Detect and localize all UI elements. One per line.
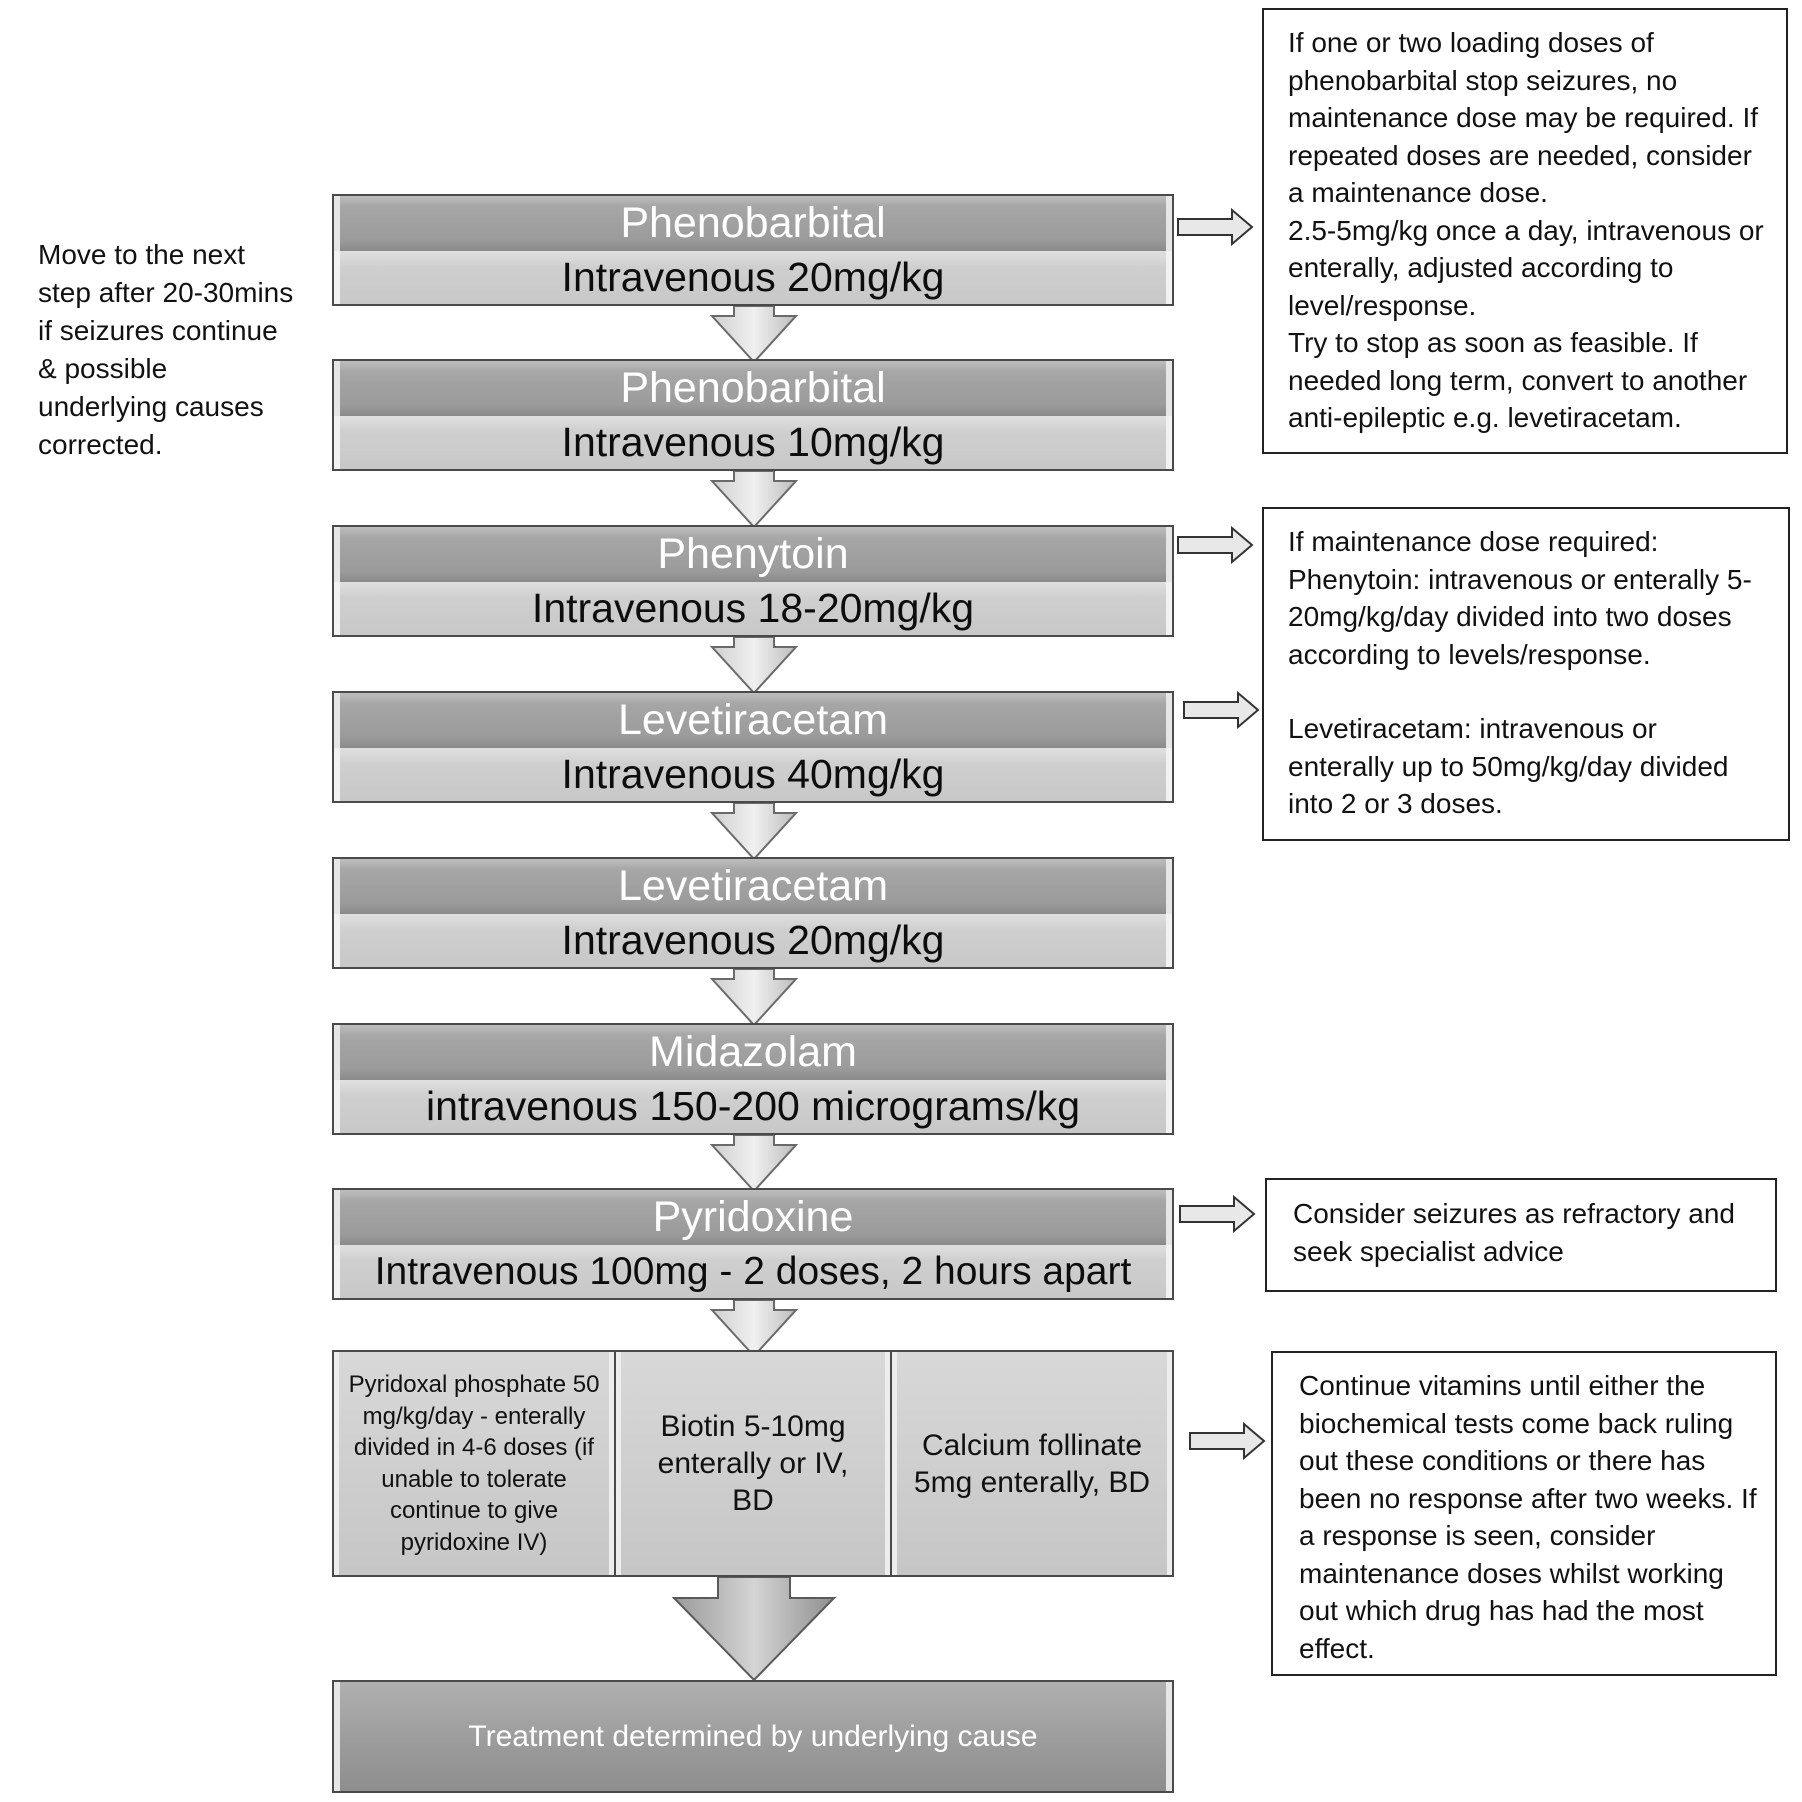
note-paragraph: Continue vitamins until either the bioch… [1299,1370,1757,1664]
final-step: Treatment determined by underlying cause [332,1680,1174,1793]
note-phenobarbital-maintenance: If one or two loading doses of phenobarb… [1262,8,1788,454]
step-dose: intravenous 150-200 micrograms/kg [334,1080,1172,1133]
vitamin-text: Calcium follinate 5mg enterally, BD [913,1428,1151,1499]
step-phenytoin: Phenytoin Intravenous 18-20mg/kg [332,525,1174,637]
note-refractory: Consider seizures as refractory and seek… [1265,1178,1777,1292]
right-arrow-refractory [1179,1194,1256,1234]
side-note: Move to the next step after 20-30mins if… [38,239,294,460]
step-drug: Phenobarbital [334,196,1172,253]
note-paragraph: 2.5-5mg/kg once a day, intravenous or en… [1288,214,1764,321]
step-dose: Intravenous 18-20mg/kg [334,582,1172,635]
step-drug: Phenobarbital [334,361,1172,418]
step-pyridoxine: Pyridoxine Intravenous 100mg - 2 doses, … [332,1188,1174,1300]
step-dose: Intravenous 100mg - 2 doses, 2 hours apa… [334,1245,1172,1298]
down-arrow-1 [709,305,799,364]
step-drug: Levetiracetam [334,693,1172,750]
step-dose: Intravenous 10mg/kg [334,416,1172,469]
note-paragraph: Try to stop as soon as feasible. If need… [1288,327,1748,433]
step-drug: Levetiracetam [334,859,1172,916]
vitamin-biotin: Biotin 5-10mg enterally or IV, BD [614,1350,892,1577]
step-phenobarbital-20: Phenobarbital Intravenous 20mg/kg [332,194,1174,306]
step-drug: Phenytoin [334,527,1172,584]
down-arrow-2 [709,470,799,529]
step-midazolam: Midazolam intravenous 150-200 micrograms… [332,1023,1174,1135]
step-drug: Pyridoxine [334,1190,1172,1247]
right-arrow-vitamins [1189,1421,1266,1461]
right-arrow-phenytoin [1177,525,1254,565]
step-dose: Intravenous 20mg/kg [334,251,1172,304]
down-arrow-final [671,1576,837,1682]
step-levetiracetam-40: Levetiracetam Intravenous 40mg/kg [332,691,1174,803]
right-arrow-levetiracetam [1183,690,1260,730]
note-paragraph: Consider seizures as refractory and seek… [1293,1198,1735,1267]
step-dose: Intravenous 40mg/kg [334,748,1172,801]
down-arrow-6 [709,1134,799,1193]
note-maintenance-doses: If maintenance dose required: Phenytoin:… [1262,507,1790,841]
note-paragraph: Levetiracetam: intravenous or enterally … [1288,713,1729,819]
step-phenobarbital-10: Phenobarbital Intravenous 10mg/kg [332,359,1174,471]
vitamin-text: Biotin 5-10mg enterally or IV, BD [657,1410,849,1517]
step-levetiracetam-20: Levetiracetam Intravenous 20mg/kg [332,857,1174,969]
vitamin-pyridoxal-phosphate: Pyridoxal phosphate 50 mg/kg/day - enter… [332,1350,616,1577]
right-arrow-phenobarbital [1177,207,1254,247]
vitamin-text: Pyridoxal phosphate 50 mg/kg/day - enter… [348,1371,600,1556]
down-arrow-3 [709,636,799,695]
step-drug: Midazolam [334,1025,1172,1082]
down-arrow-5 [709,968,799,1027]
note-paragraph: If one or two loading doses of phenobarb… [1288,27,1759,208]
vitamin-calcium-follinate: Calcium follinate 5mg enterally, BD [890,1350,1174,1577]
down-arrow-7 [709,1299,799,1358]
note-paragraph: If maintenance dose required: Phenytoin:… [1288,526,1752,670]
down-arrow-4 [709,802,799,861]
step-dose: Intravenous 20mg/kg [334,914,1172,967]
vitamins-row: Pyridoxal phosphate 50 mg/kg/day - enter… [332,1350,1174,1577]
note-vitamins-continue: Continue vitamins until either the bioch… [1271,1351,1777,1676]
